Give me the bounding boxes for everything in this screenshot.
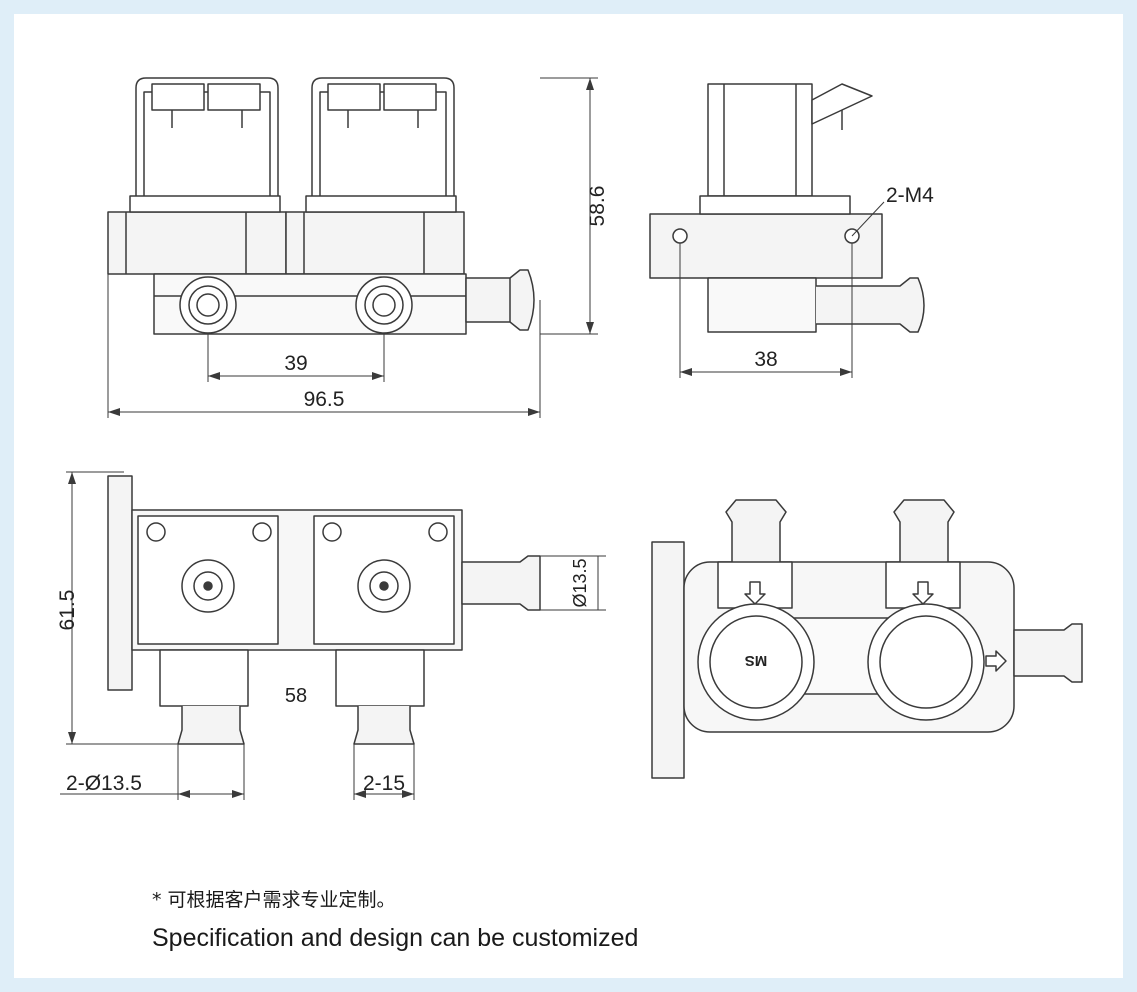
- note-chinese: * 可根据客户需求专业定制。: [152, 889, 396, 911]
- front-spacing-dim: 39: [284, 352, 307, 375]
- technical-drawing: 58.6 39 96.5 2-M4 38: [56, 77, 1083, 800]
- bottom-marking: MS: [745, 652, 768, 669]
- side-holes-dim: 2-M4: [886, 184, 934, 207]
- top-inlet-len-dim: 2-15: [363, 772, 405, 795]
- top-view: [60, 471, 606, 800]
- side-view: [649, 83, 925, 378]
- bottom-view: [651, 499, 1083, 779]
- top-height-dim: 61.5: [56, 590, 79, 631]
- top-outlet-dia-dim: Ø13.5: [570, 558, 590, 607]
- front-height-dim: 58.6: [586, 186, 609, 227]
- notes: * 可根据客户需求专业定制。 Specification and design …: [152, 887, 638, 955]
- top-inlet-dia-dim: 2-Ø13.5: [66, 772, 142, 795]
- top-inner-dim: 58: [285, 685, 307, 707]
- side-width-dim: 38: [754, 348, 777, 371]
- note-english: Specification and design can be customiz…: [152, 924, 639, 952]
- front-view: [107, 77, 598, 418]
- drawing-sheet: 58.6 39 96.5 2-M4 38: [14, 14, 1123, 978]
- front-length-dim: 96.5: [304, 388, 345, 411]
